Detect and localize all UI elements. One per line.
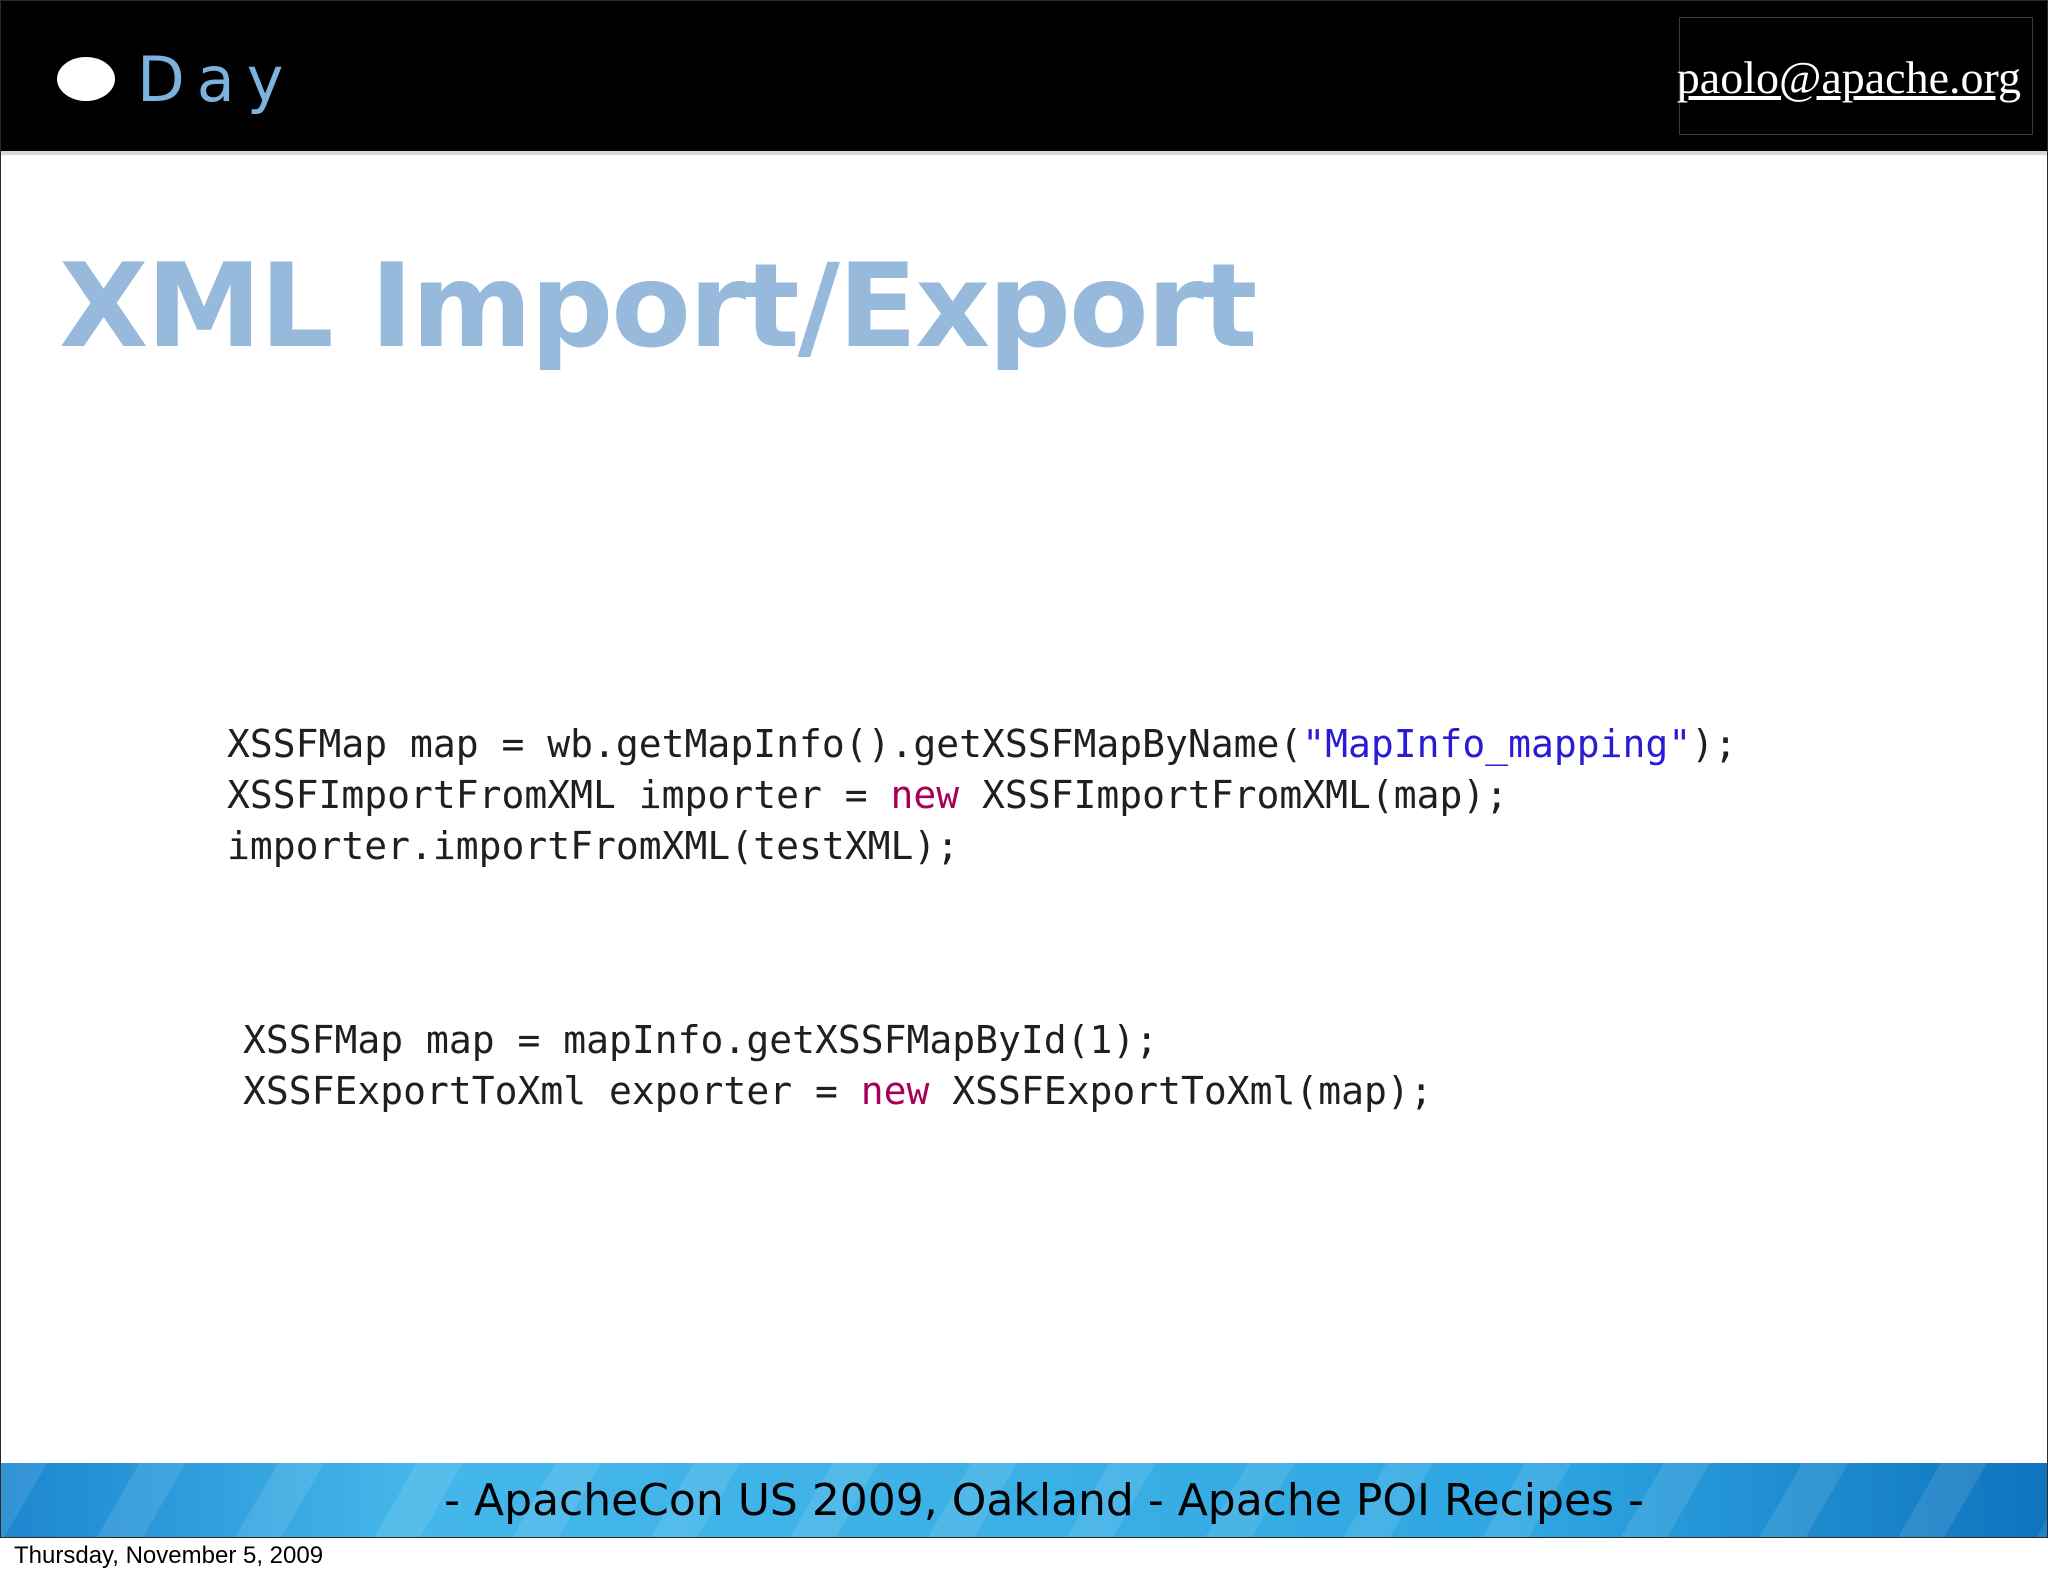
keyword: new bbox=[890, 773, 960, 817]
keyword: new bbox=[860, 1069, 930, 1113]
code-line: XSSFExportToXml exporter = new XSSFExpor… bbox=[243, 1069, 1433, 1113]
footer-bar: - ApacheCon US 2009, Oakland - Apache PO… bbox=[1, 1463, 2047, 1537]
code-block-export: XSSFMap map = mapInfo.getXSSFMapById(1);… bbox=[243, 1015, 1433, 1117]
code-line: importer.importFromXML(testXML); bbox=[227, 824, 960, 868]
email-link[interactable]: paolo@apache.org bbox=[1676, 52, 2021, 103]
email-frame bbox=[1679, 17, 2033, 135]
logo-text: Day bbox=[137, 43, 296, 116]
header-bar: Day paolo@apache.org bbox=[1, 1, 2047, 151]
string-literal: "MapInfo_mapping" bbox=[1302, 722, 1692, 766]
logo-mark-icon bbox=[57, 57, 115, 101]
footer-text: - ApacheCon US 2009, Oakland - Apache PO… bbox=[444, 1475, 1644, 1526]
code-block-import: XSSFMap map = wb.getMapInfo().getXSSFMap… bbox=[227, 719, 1737, 872]
code-line: XSSFMap map = mapInfo.getXSSFMapById(1); bbox=[243, 1018, 1159, 1062]
print-date: Thursday, November 5, 2009 bbox=[14, 1542, 324, 1569]
header-divider bbox=[1, 151, 2047, 155]
slide: Day paolo@apache.org XML Import/Export X… bbox=[0, 0, 2048, 1538]
code-line: XSSFImportFromXML importer = new XSSFImp… bbox=[227, 773, 1509, 817]
code-line: XSSFMap map = wb.getMapInfo().getXSSFMap… bbox=[227, 722, 1737, 766]
slide-title: XML Import/Export bbox=[59, 239, 1257, 374]
